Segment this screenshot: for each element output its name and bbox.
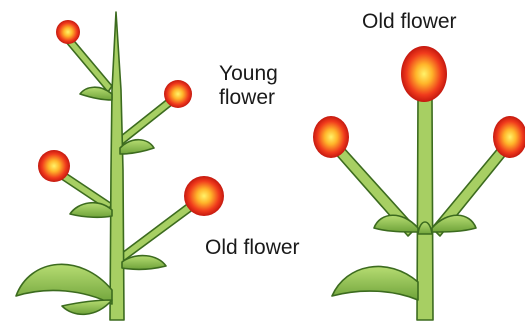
flower-bud-right-upper [164, 80, 192, 108]
flower-left-middle [38, 150, 70, 182]
flower-central-old [401, 46, 447, 102]
flower-right-lower [184, 176, 224, 216]
young-flower-label-line2: flower [219, 86, 275, 110]
old-flower-label-right: Old flower [362, 10, 457, 34]
node-leaf-left [374, 215, 418, 232]
pedicel-top [66, 36, 112, 92]
node-leaf-right [432, 215, 476, 232]
basal-leaf-right [332, 266, 418, 300]
bract-3 [70, 203, 112, 218]
old-flower-label-left: Old flower [205, 236, 300, 260]
left-plant-flowers [38, 20, 224, 216]
bract-4 [122, 256, 166, 270]
flower-bud-top [56, 20, 80, 44]
basal-leaf-left-lobe [62, 300, 112, 314]
young-flower-label-line1: Young [219, 62, 278, 86]
central-stem [417, 98, 433, 320]
basal-leaf-left [16, 264, 112, 304]
main-stem [110, 12, 124, 320]
right-plant [332, 98, 508, 320]
flower-side-left [313, 116, 349, 158]
